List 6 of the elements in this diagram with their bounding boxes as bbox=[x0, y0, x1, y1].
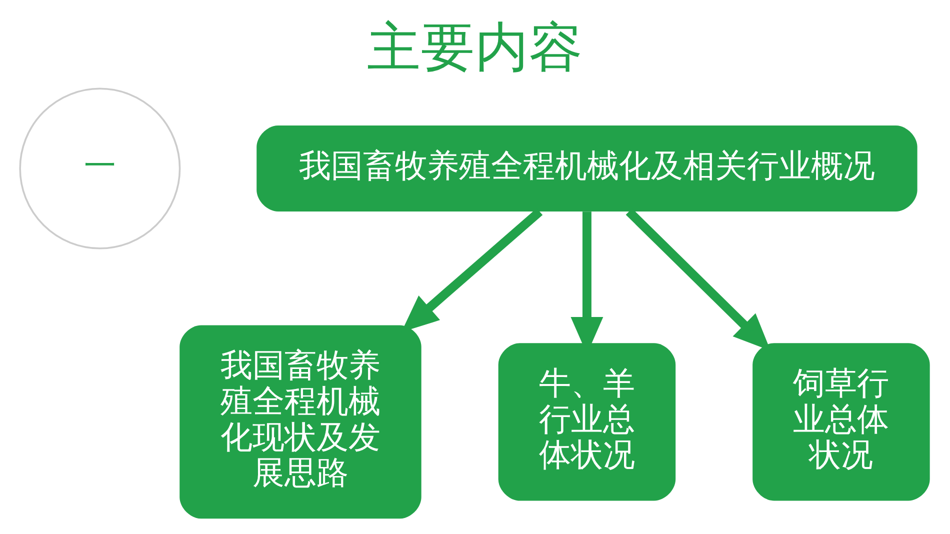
node-box: 饲草行业总体状况 bbox=[752, 343, 930, 501]
node-box: 我国畜牧养殖全程机械化现状及发展思路 bbox=[180, 325, 422, 519]
diagram-title: 主要内容 bbox=[366, 15, 583, 78]
node-box: 牛、羊行业总体状况 bbox=[498, 343, 676, 501]
node-circle: 一 bbox=[19, 88, 181, 250]
node-box: 我国畜牧养殖全程机械化及相关行业概况 bbox=[256, 126, 918, 212]
